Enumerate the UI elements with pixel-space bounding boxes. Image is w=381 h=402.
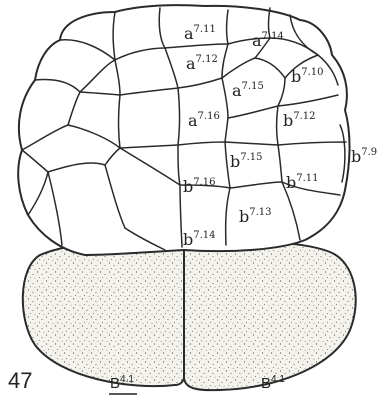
macromere-left (23, 242, 184, 386)
label-b7-9: b7.9 (351, 147, 377, 166)
macromere-right (184, 242, 356, 390)
figure-number: 47 (8, 368, 32, 393)
macromere-label-left: B4.1 (110, 374, 134, 392)
macromere-label-right: B4.1 (261, 374, 285, 392)
macromeres (23, 242, 356, 390)
